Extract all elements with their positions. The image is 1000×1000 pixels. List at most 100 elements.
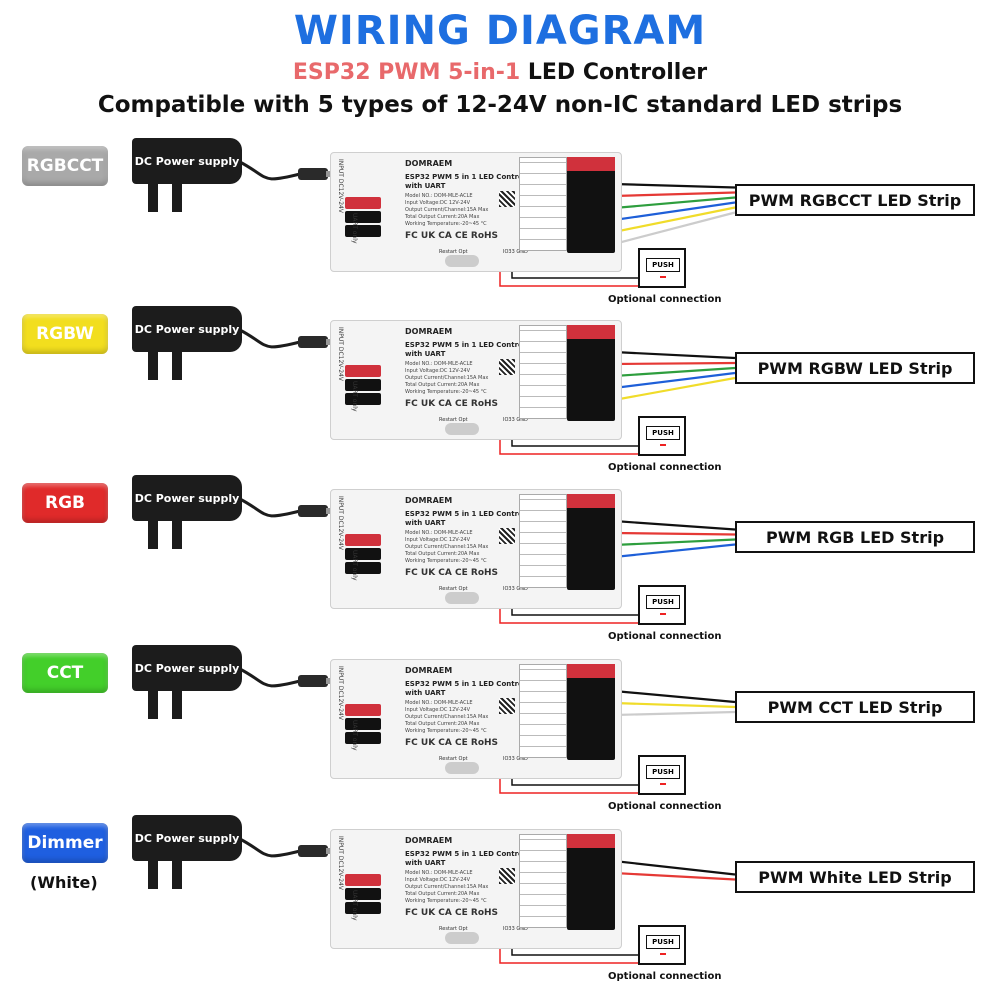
strip-wire [613, 519, 736, 531]
led-strip-label: PWM RGBW LED Strip [735, 352, 975, 384]
subtitle-rest: LED Controller [520, 60, 708, 85]
input-terminal [345, 704, 381, 744]
strip-wire [613, 361, 736, 366]
io-label: IO33 GND [503, 249, 528, 255]
strip-wire [613, 211, 736, 246]
plug-prong [172, 689, 182, 719]
input-label: INPUT DC12V-24V [337, 159, 344, 213]
wiring-row: RGBW DC Power supply INPUT DC12V-24V UAR… [0, 306, 1000, 476]
push-button: PUSH [638, 585, 686, 625]
controller-brand: DOMRAEM [405, 836, 453, 845]
io-label: IO33 GND [503, 926, 528, 932]
output-terminal [567, 325, 615, 421]
led-strip-label: PWM RGBCCT LED Strip [735, 184, 975, 216]
strip-type-badge: RGB [22, 483, 108, 523]
plug-prong [172, 182, 182, 212]
input-label: INPUT DC12V-24V [337, 836, 344, 890]
certification-marks: FC UK CA CE RoHS [405, 231, 499, 241]
restart-buttons [445, 762, 479, 774]
strip-wire [613, 196, 736, 210]
optional-connection-caption: Optional connection [608, 801, 722, 812]
push-label: PUSH [646, 765, 680, 779]
wiring-row: RGBCCT DC Power supply INPUT DC12V-24V U… [0, 138, 1000, 308]
input-label: INPUT DC12V-24V [337, 666, 344, 720]
plug-prong [172, 859, 182, 889]
push-indicator [660, 613, 666, 615]
strip-wire [613, 206, 736, 234]
certification-marks: FC UK CA CE RoHS [405, 738, 499, 748]
wiring-row: Dimmer (White) DC Power supply INPUT DC1… [0, 815, 1000, 985]
qr-code-icon [499, 528, 515, 544]
push-button: PUSH [638, 248, 686, 288]
push-button: PUSH [638, 925, 686, 965]
power-cable [239, 160, 301, 181]
io-label: IO33 GND [503, 756, 528, 762]
channel-table [519, 325, 567, 419]
qr-code-icon [499, 191, 515, 207]
restart-buttons [445, 592, 479, 604]
restart-label: Restart Opt [439, 417, 468, 423]
input-terminal [345, 874, 381, 914]
restart-buttons [445, 423, 479, 435]
channel-table [519, 834, 567, 928]
output-terminal [567, 494, 615, 590]
plug-prong [148, 519, 158, 549]
strip-wire [613, 859, 736, 876]
strip-type-badge: RGBW [22, 314, 108, 354]
controller-brand: DOMRAEM [405, 327, 453, 336]
plug-prong [148, 350, 158, 380]
strip-wire [613, 538, 736, 547]
optional-connection-caption: Optional connection [608, 631, 722, 642]
channel-table [519, 157, 567, 251]
push-label: PUSH [646, 595, 680, 609]
strip-wire [613, 543, 736, 559]
dc-power-supply: DC Power supply [132, 815, 242, 861]
uart-label: UART only [351, 720, 358, 751]
strip-wire [613, 531, 736, 536]
push-indicator [660, 444, 666, 446]
strip-type-badge: Dimmer [22, 823, 108, 863]
dc-plug [298, 336, 328, 348]
channel-table [519, 664, 567, 758]
wiring-lines [239, 667, 736, 794]
led-controller: INPUT DC12V-24V UART only DOMRAEM ESP32 … [330, 320, 622, 440]
controller-brand: DOMRAEM [405, 496, 453, 505]
diagram-subtitle-2: Compatible with 5 types of 12-24V non-IC… [97, 92, 903, 118]
output-terminal [567, 157, 615, 253]
plug-prong [148, 689, 158, 719]
push-button: PUSH [638, 755, 686, 795]
strip-wire [613, 201, 736, 222]
qr-code-icon [499, 868, 515, 884]
led-controller: INPUT DC12V-24V UART only DOMRAEM ESP32 … [330, 659, 622, 779]
plug-prong [148, 182, 158, 212]
channel-table [519, 494, 567, 588]
uart-label: UART only [351, 213, 358, 244]
input-label: INPUT DC12V-24V [337, 496, 344, 550]
wiring-row: RGB DC Power supply INPUT DC12V-24V UART… [0, 475, 1000, 645]
led-strip-label: PWM RGB LED Strip [735, 521, 975, 553]
power-cable [239, 497, 301, 518]
uart-label: UART only [351, 381, 358, 412]
io-label: IO33 GND [503, 586, 528, 592]
uart-label: UART only [351, 550, 358, 581]
dc-power-supply: DC Power supply [132, 475, 242, 521]
output-terminal [567, 664, 615, 760]
strip-wire [613, 701, 736, 709]
strip-wire [613, 350, 736, 360]
certification-marks: FC UK CA CE RoHS [405, 568, 499, 578]
input-label: INPUT DC12V-24V [337, 327, 344, 381]
input-terminal [345, 365, 381, 405]
subtitle-accent: ESP32 PWM 5-in-1 [292, 60, 521, 85]
optional-connection-caption: Optional connection [608, 462, 722, 473]
certification-marks: FC UK CA CE RoHS [405, 399, 499, 409]
strip-wire [613, 191, 736, 198]
